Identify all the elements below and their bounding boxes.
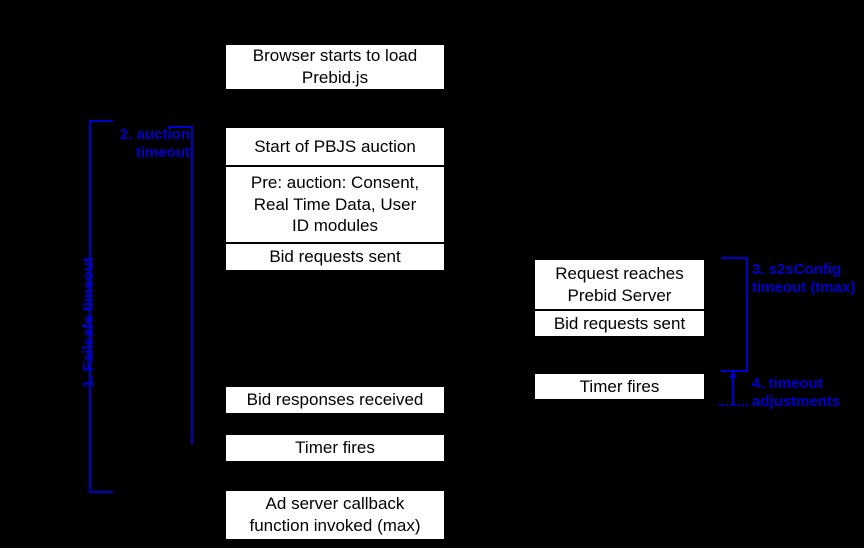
flow-box-browser-load: Browser starts to load Prebid.js xyxy=(225,44,445,90)
annotation-auction-timeout: 2. auction timeout xyxy=(119,126,190,162)
flow-box-bid-responses-received: Bid responses received xyxy=(225,386,445,414)
auction-timeout-bracket-vertical xyxy=(191,126,193,444)
annotation-timeout-adjustments: 4. timeout adjustments xyxy=(752,375,841,411)
flow-box-bid-requests-sent: Bid requests sent xyxy=(225,243,445,271)
annotation-failsafe-timeout: 1. Failsafe timeout xyxy=(80,257,97,388)
flow-box-request-reaches-server: Request reaches Prebid Server xyxy=(534,259,705,310)
annotation-s2sconfig-timeout: 3. s2sConfig timeout (tmax) xyxy=(752,261,856,297)
s2sconfig-bracket-top-tick xyxy=(721,257,746,259)
timeout-adjustments-arrow-head-icon xyxy=(729,371,737,378)
s2sconfig-bracket-vertical xyxy=(746,257,748,372)
flow-box-ad-server-callback: Ad server callback function invoked (max… xyxy=(225,490,445,540)
failsafe-bracket-top-tick xyxy=(89,120,113,122)
timeout-adjustments-dotted-baseline xyxy=(719,404,748,406)
flow-box-timer-fires-server: Timer fires xyxy=(534,373,705,400)
flow-box-auction-start: Start of PBJS auction xyxy=(225,127,445,166)
flow-box-bid-requests-sent-server: Bid requests sent xyxy=(534,310,705,337)
flow-box-pre-auction: Pre: auction: Consent, Real Time Data, U… xyxy=(225,166,445,243)
failsafe-bracket-vertical xyxy=(89,120,91,493)
flow-box-timer-fires-client: Timer fires xyxy=(225,434,445,462)
auction-timeout-bracket-top-tick xyxy=(168,126,193,128)
failsafe-bracket-bottom-tick xyxy=(89,491,113,493)
timeout-adjustments-arrow-shaft xyxy=(732,377,734,405)
